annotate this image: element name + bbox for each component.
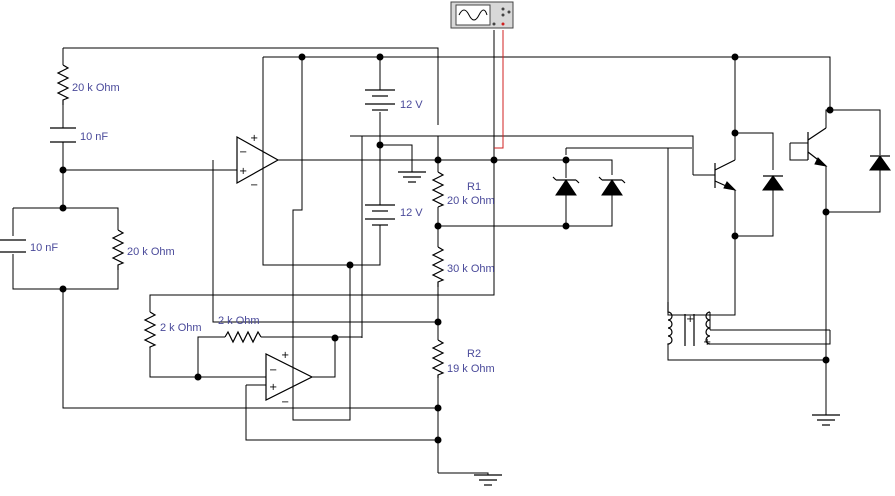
resistor-r-top (56, 64, 70, 105)
resistor-r1 (431, 171, 445, 208)
label-c-top: 10 nF (80, 131, 108, 143)
capacitor-left (0, 239, 26, 253)
probe-lead (494, 30, 504, 149)
label-r1-name: R1 (467, 181, 481, 193)
transformer: + + (667, 302, 711, 348)
opamp-2-minus-rail: − (281, 397, 289, 408)
label-r1-value: 20 k Ohm (447, 195, 495, 207)
resistor-r2 (431, 339, 445, 378)
opamp-1: + − + − (236, 133, 280, 191)
resistor-2k-a (143, 311, 157, 348)
diode-4 (869, 155, 891, 171)
label-r2-value: 19 k Ohm (447, 363, 495, 375)
opamp-1-minus-rail: − (250, 180, 258, 191)
label-r2-name: R2 (467, 348, 481, 360)
resistor-30k (431, 246, 445, 287)
transformer-pin-secondary: + (703, 337, 711, 348)
transistor-q2 (790, 109, 830, 185)
label-30k: 30 k Ohm (447, 263, 495, 275)
ground-symbol-2 (438, 472, 502, 486)
zener-diode-1 (552, 176, 580, 196)
junctions (59, 53, 834, 444)
zener-diode-2 (598, 176, 626, 196)
opamp-1-minus-pin: − (239, 147, 247, 158)
opamp-2-plus-in: + (269, 382, 277, 393)
resistor-2k-b (224, 330, 262, 344)
label-2k-a: 2 k Ohm (160, 322, 202, 334)
battery-bottom (365, 204, 395, 232)
label-c-left: 10 nF (30, 242, 58, 254)
ground-symbol-3 (812, 410, 840, 426)
transistor-q1 (714, 159, 737, 191)
labels: 20 k Ohm 10 nF 10 nF 20 k Ohm 12 V 12 V … (30, 82, 495, 375)
capacitor-top (50, 127, 76, 143)
battery-top (365, 89, 395, 111)
label-r-top: 20 k Ohm (72, 82, 120, 94)
resistor-r-left (111, 229, 125, 270)
label-2k-b: 2 k Ohm (218, 315, 260, 327)
wires (12, 30, 881, 473)
ground-symbol-1 (398, 171, 426, 183)
oscilloscope-icon[interactable] (450, 1, 514, 29)
label-battery-bottom: 12 V (400, 207, 423, 219)
transformer-pin-primary: + (686, 314, 694, 325)
label-battery-top: 12 V (400, 99, 423, 111)
opamp-1-plus-in: + (239, 166, 247, 177)
opamp-2-minus-pin: − (269, 365, 277, 376)
opamp-2-plus-pin: + (281, 350, 289, 361)
diode-3 (762, 175, 784, 191)
opamp-2: + − + − (265, 350, 314, 408)
label-r-left: 20 k Ohm (127, 246, 175, 258)
opamp-1-plus-pin: + (250, 133, 258, 144)
